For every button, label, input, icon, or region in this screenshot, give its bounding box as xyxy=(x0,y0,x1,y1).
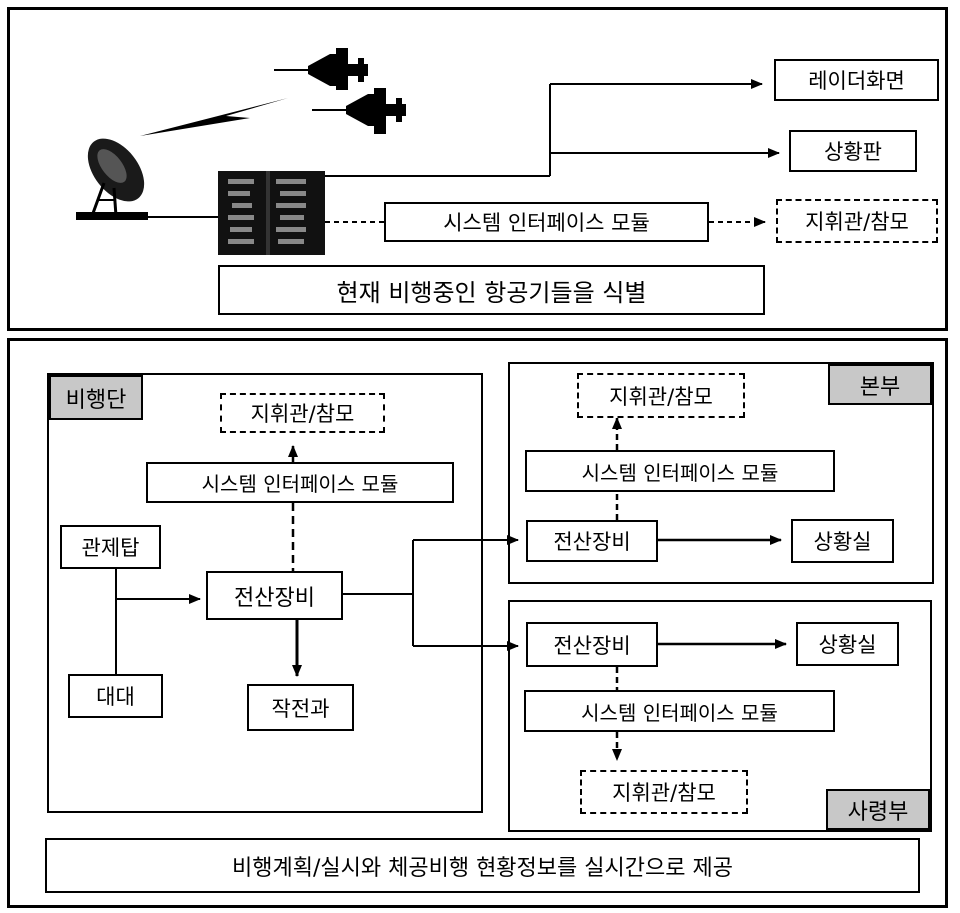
radio-wave-icon xyxy=(140,98,288,136)
hq-tag: 본부 xyxy=(828,364,932,405)
wing-tag: 비행단 xyxy=(49,375,143,420)
wing-group xyxy=(47,373,483,813)
squadron-box: 대대 xyxy=(68,674,163,718)
status-board-label: 상황판 xyxy=(824,140,882,164)
hq-commander-staff-box: 지휘관/참모 xyxy=(577,373,745,418)
control-tower-box: 관제탑 xyxy=(60,525,161,569)
command-situation-room-box: 상황실 xyxy=(796,622,899,666)
bottom-panel xyxy=(7,338,948,908)
bottom-caption: 비행계획/실시와 체공비행 현황정보를 실시간으로 제공 xyxy=(232,855,733,881)
commander-staff-box: 지휘관/참모 xyxy=(776,199,938,243)
radar-dish-icon xyxy=(76,138,148,220)
radar-screen-box: 레이더화면 xyxy=(774,59,939,101)
hq-group xyxy=(508,362,934,584)
bottom-caption-box: 비행계획/실시와 체공비행 현황정보를 실시간으로 제공 xyxy=(45,838,920,893)
command-commander-staff-box: 지휘관/참모 xyxy=(580,770,748,814)
command-group xyxy=(508,600,932,832)
top-caption: 현재 비행중인 항공기들을 식별 xyxy=(336,278,647,307)
status-board-box: 상황판 xyxy=(789,130,917,172)
wing-commander-staff-box: 지휘관/참모 xyxy=(220,393,385,433)
top-panel xyxy=(7,7,948,331)
wing-interface-module-box: 시스템 인터페이스 모듈 xyxy=(146,462,454,503)
hq-computer-box: 전산장비 xyxy=(526,520,658,562)
hq-interface-module-box: 시스템 인터페이스 모듈 xyxy=(525,450,835,492)
aircraft-icon xyxy=(274,48,368,90)
interface-module-label: 시스템 인터페이스 모듈 xyxy=(443,211,650,235)
top-caption-box: 현재 비행중인 항공기들을 식별 xyxy=(218,265,765,315)
interface-module-box: 시스템 인터페이스 모듈 xyxy=(384,202,709,242)
wing-computer-box: 전산장비 xyxy=(206,571,343,620)
command-computer-box: 전산장비 xyxy=(526,622,658,667)
command-interface-module-box: 시스템 인터페이스 모듈 xyxy=(524,690,835,732)
aircraft-icon xyxy=(312,88,406,134)
server-rack-icon xyxy=(218,171,325,255)
command-tag: 사령부 xyxy=(826,789,930,830)
operations-box: 작전과 xyxy=(247,684,354,731)
commander-staff-label: 지휘관/참모 xyxy=(805,210,909,234)
radar-screen-label: 레이더화면 xyxy=(808,69,905,93)
hq-situation-room-box: 상황실 xyxy=(791,519,894,563)
